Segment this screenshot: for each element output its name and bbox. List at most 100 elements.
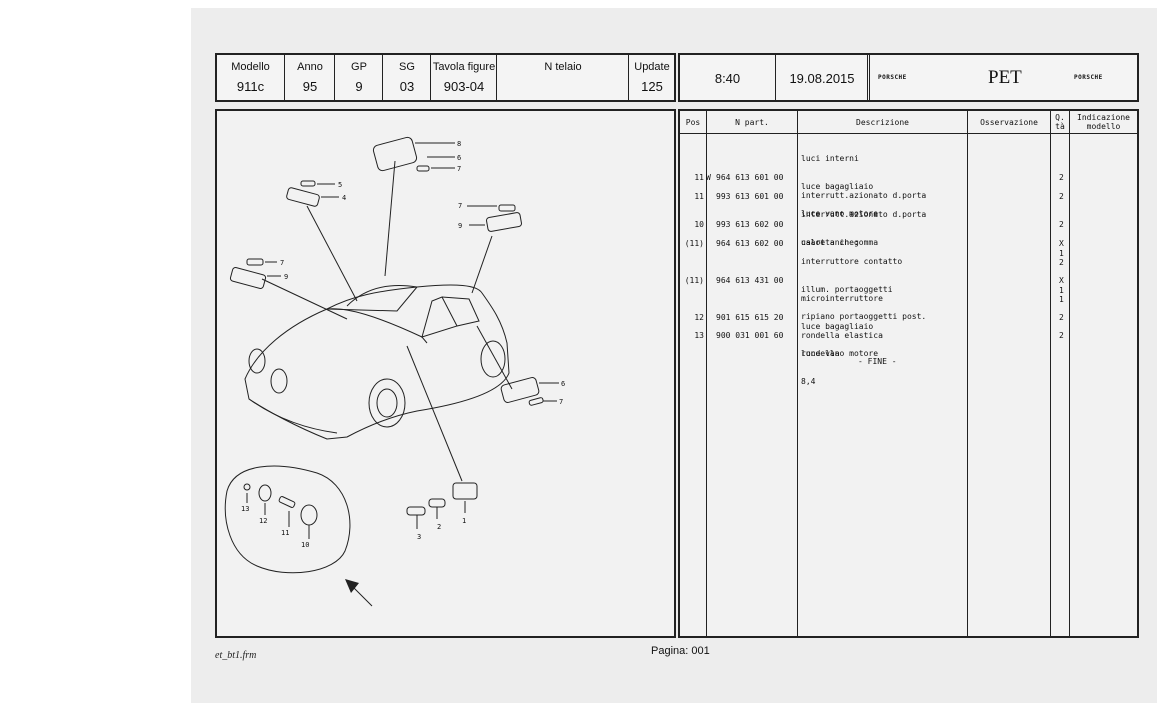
leader-line xyxy=(471,235,493,294)
spring-washer-part xyxy=(258,484,272,502)
qty-cell: X 1 1 xyxy=(1059,276,1064,305)
header-gp: GP 9 xyxy=(334,55,383,100)
desc-line: luce vano motore xyxy=(801,349,879,358)
header-label: GP xyxy=(351,61,367,73)
pos-cell: 12 xyxy=(694,313,704,322)
header-label: SG xyxy=(399,61,415,73)
header-time: 8:40 xyxy=(680,55,775,100)
header-label: Anno xyxy=(297,61,323,73)
part-number-cell: 993 613 602 00 xyxy=(716,220,784,229)
desc-cell: rondella elastica xyxy=(801,313,883,359)
car-hood-line xyxy=(326,308,428,344)
qty-cell: 2 xyxy=(1059,220,1064,229)
column-divider xyxy=(706,111,707,636)
bulb-part xyxy=(246,258,264,266)
bulb-part xyxy=(528,397,544,406)
desc-line: luci interni xyxy=(801,154,859,163)
switch-plunger-part xyxy=(428,498,446,508)
leader-line xyxy=(384,160,396,277)
desc-line: luce vano motore xyxy=(801,209,879,218)
qty-line: 1 xyxy=(1059,248,1064,258)
part-number-cell: 900 031 001 60 xyxy=(716,331,784,340)
header-label: Update xyxy=(634,61,670,73)
qty-line: 1 xyxy=(1059,285,1064,295)
exploded-view-panel: 8 6 7 5 4 7 9 7 9 6 7 1 2 3 13 12 11 10 xyxy=(215,109,676,638)
header-info-block: Modello 911c Anno 95 GP 9 SG 03 Tavola f… xyxy=(215,53,676,102)
pos-cell: 13 xyxy=(694,331,704,340)
desc-line: interruttore contatto xyxy=(801,257,903,266)
callout-label: 9 xyxy=(458,222,462,230)
callout-label: 8 xyxy=(457,140,461,148)
leader-line xyxy=(261,278,348,320)
pos-cell: (11) xyxy=(684,276,704,285)
switch-body-part xyxy=(452,482,478,500)
desc-cell: luci interni luce bagagliaio luce vano m… xyxy=(801,136,878,237)
car-door-window xyxy=(421,296,458,338)
col-header-qty: Q. tà xyxy=(1051,111,1069,133)
bulb-part xyxy=(498,204,516,212)
col-header-model-line1: Indicazione xyxy=(1077,113,1130,122)
car-body-outline xyxy=(244,284,510,440)
part-number-cell: 993 613 601 00 xyxy=(716,192,784,201)
table-header: Pos N part. Descrizione Osservazione Q. … xyxy=(680,111,1137,134)
qty-cell: 2 xyxy=(1059,173,1064,182)
overhead-lamp-part xyxy=(372,136,418,172)
desc-line: interrutt.azionato d.porta xyxy=(801,210,927,219)
col-header-pos: Pos xyxy=(685,117,701,127)
col-header-part: N part. xyxy=(735,117,769,127)
door-switch-part xyxy=(278,496,296,508)
desc-line: usare anche: xyxy=(801,237,859,247)
leader-line xyxy=(476,325,513,390)
qty-line: X xyxy=(1059,276,1064,285)
callout-label: 6 xyxy=(561,380,565,388)
qty-line: X xyxy=(1059,239,1064,248)
header-value: 9 xyxy=(355,79,363,94)
pos-cell: 11 xyxy=(694,192,704,201)
part-number-cell: 964 613 602 00 xyxy=(716,239,784,248)
desc-line: rondella elastica xyxy=(801,331,883,340)
header-meta-block: 8:40 19.08.2015 PORSCHE PET PORSCHE xyxy=(678,53,1139,102)
desc-line: 8,4 xyxy=(801,376,816,386)
desc-line: ripiano portaoggetti post. xyxy=(801,312,927,321)
lamp-housing-part xyxy=(229,267,267,289)
desc-line: microinterruttore xyxy=(801,294,883,303)
car-bumper xyxy=(248,398,338,434)
qty-cell: X 1 2 xyxy=(1059,239,1064,268)
car-rear-window xyxy=(441,296,480,327)
callout-leaders xyxy=(265,261,281,277)
col-header-model: Indicazione modello xyxy=(1070,111,1137,133)
header-date: 19.08.2015 xyxy=(775,55,868,100)
callout-label: 13 xyxy=(241,505,249,513)
desc-line: luce bagagliaio xyxy=(801,321,874,331)
car-headlight-left xyxy=(248,348,266,374)
qty-line: 1 xyxy=(1059,295,1064,304)
callout-leaders xyxy=(539,382,559,402)
callout-label: 6 xyxy=(457,154,461,162)
callout-label: 9 xyxy=(284,273,288,281)
header-value: 903-04 xyxy=(443,79,485,94)
header-value: 95 xyxy=(302,79,318,94)
header-telaio: N telaio xyxy=(496,55,629,100)
header-update: Update 125 xyxy=(628,55,675,100)
parts-list-table: Pos N part. Descrizione Osservazione Q. … xyxy=(678,109,1139,638)
detail-inset-outline xyxy=(224,465,351,574)
desc-line: calotta in gomma xyxy=(801,238,879,247)
date-value: 19.08.2015 xyxy=(789,71,855,86)
form-filename: et_bt1.frm xyxy=(215,650,257,661)
header-label: N telaio xyxy=(544,61,582,73)
bulb-part xyxy=(416,165,430,172)
callout-label: 1 xyxy=(462,517,466,525)
desc-cell: interruttore contatto illum. portaoggett… xyxy=(801,239,926,340)
car-headlight-right xyxy=(270,368,288,394)
desc-line: rondella xyxy=(801,349,840,358)
callout-label: 11 xyxy=(281,529,289,537)
callout-label: 3 xyxy=(417,533,421,541)
desc-line: interrutt.azionato d.porta xyxy=(801,191,927,200)
header-value: 03 xyxy=(399,79,415,94)
car-roof-line xyxy=(346,284,418,307)
desc-line: illum. portaoggetti xyxy=(801,284,893,294)
header-brand: PORSCHE PET PORSCHE xyxy=(867,55,1140,100)
desc-cell: calotta in gomma xyxy=(801,220,878,266)
desc-line: luce bagagliaio xyxy=(801,181,874,191)
callout-leaders xyxy=(415,142,455,169)
